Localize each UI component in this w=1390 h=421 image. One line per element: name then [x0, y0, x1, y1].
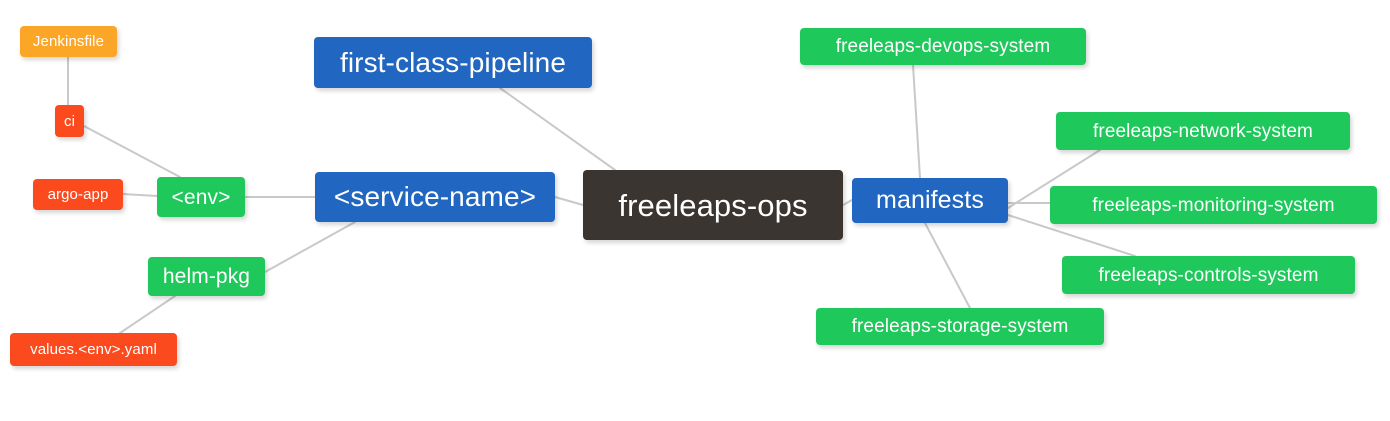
- node-ci[interactable]: ci: [55, 105, 84, 137]
- node-label-service-name: <service-name>: [333, 181, 537, 212]
- node-freeleaps-ops[interactable]: freeleaps-ops: [583, 170, 843, 240]
- node-jenkinsfile[interactable]: Jenkinsfile: [20, 26, 117, 57]
- node-label-freeleaps-storage-system: freeleaps-storage-system: [851, 316, 1069, 337]
- node-label-env: <env>: [171, 185, 231, 209]
- edge-env-to-argo-app: [122, 193, 158, 197]
- node-label-freeleaps-monitoring-system: freeleaps-monitoring-system: [1092, 194, 1335, 216]
- node-label-freeleaps-network-system: freeleaps-network-system: [1093, 120, 1313, 142]
- node-label-helm-pkg: helm-pkg: [162, 265, 251, 288]
- node-label-freeleaps-devops-system: freeleaps-devops-system: [835, 36, 1051, 57]
- node-helm-pkg[interactable]: helm-pkg: [148, 257, 265, 296]
- node-label-first-class-pipeline: first-class-pipeline: [339, 46, 567, 78]
- node-argo-app[interactable]: argo-app: [33, 179, 123, 210]
- edge-env-to-ci: [83, 125, 181, 178]
- node-values-env-yaml[interactable]: values.<env>.yaml: [10, 333, 177, 366]
- node-label-manifests: manifests: [876, 186, 984, 214]
- node-first-class-pipeline[interactable]: first-class-pipeline: [314, 37, 592, 88]
- edge-manifests-to-freeleaps-storage-system: [924, 222, 971, 309]
- edge-helm-pkg-to-values-env-yaml: [119, 295, 176, 334]
- node-manifests[interactable]: manifests: [852, 178, 1008, 223]
- node-label-freeleaps-ops: freeleaps-ops: [618, 187, 808, 223]
- node-freeleaps-storage-system[interactable]: freeleaps-storage-system: [816, 308, 1104, 345]
- node-label-freeleaps-controls-system: freeleaps-controls-system: [1098, 264, 1319, 286]
- node-freeleaps-monitoring-system[interactable]: freeleaps-monitoring-system: [1050, 186, 1377, 224]
- node-freeleaps-devops-system[interactable]: freeleaps-devops-system: [800, 28, 1086, 65]
- node-label-ci: ci: [63, 112, 76, 130]
- node-label-jenkinsfile: Jenkinsfile: [32, 33, 105, 50]
- edge-freeleaps-ops-to-manifests: [842, 199, 853, 206]
- node-label-argo-app: argo-app: [47, 186, 109, 203]
- edge-manifests-to-freeleaps-devops-system: [912, 64, 921, 179]
- edge-freeleaps-ops-to-service-name: [554, 196, 584, 206]
- node-freeleaps-network-system[interactable]: freeleaps-network-system: [1056, 112, 1350, 150]
- node-env[interactable]: <env>: [157, 177, 245, 217]
- node-service-name[interactable]: <service-name>: [315, 172, 555, 222]
- edge-service-name-to-helm-pkg: [264, 221, 356, 273]
- edge-freeleaps-ops-to-first-class-pipeline: [499, 87, 616, 171]
- node-freeleaps-controls-system[interactable]: freeleaps-controls-system: [1062, 256, 1355, 294]
- node-label-values-env-yaml: values.<env>.yaml: [30, 341, 157, 358]
